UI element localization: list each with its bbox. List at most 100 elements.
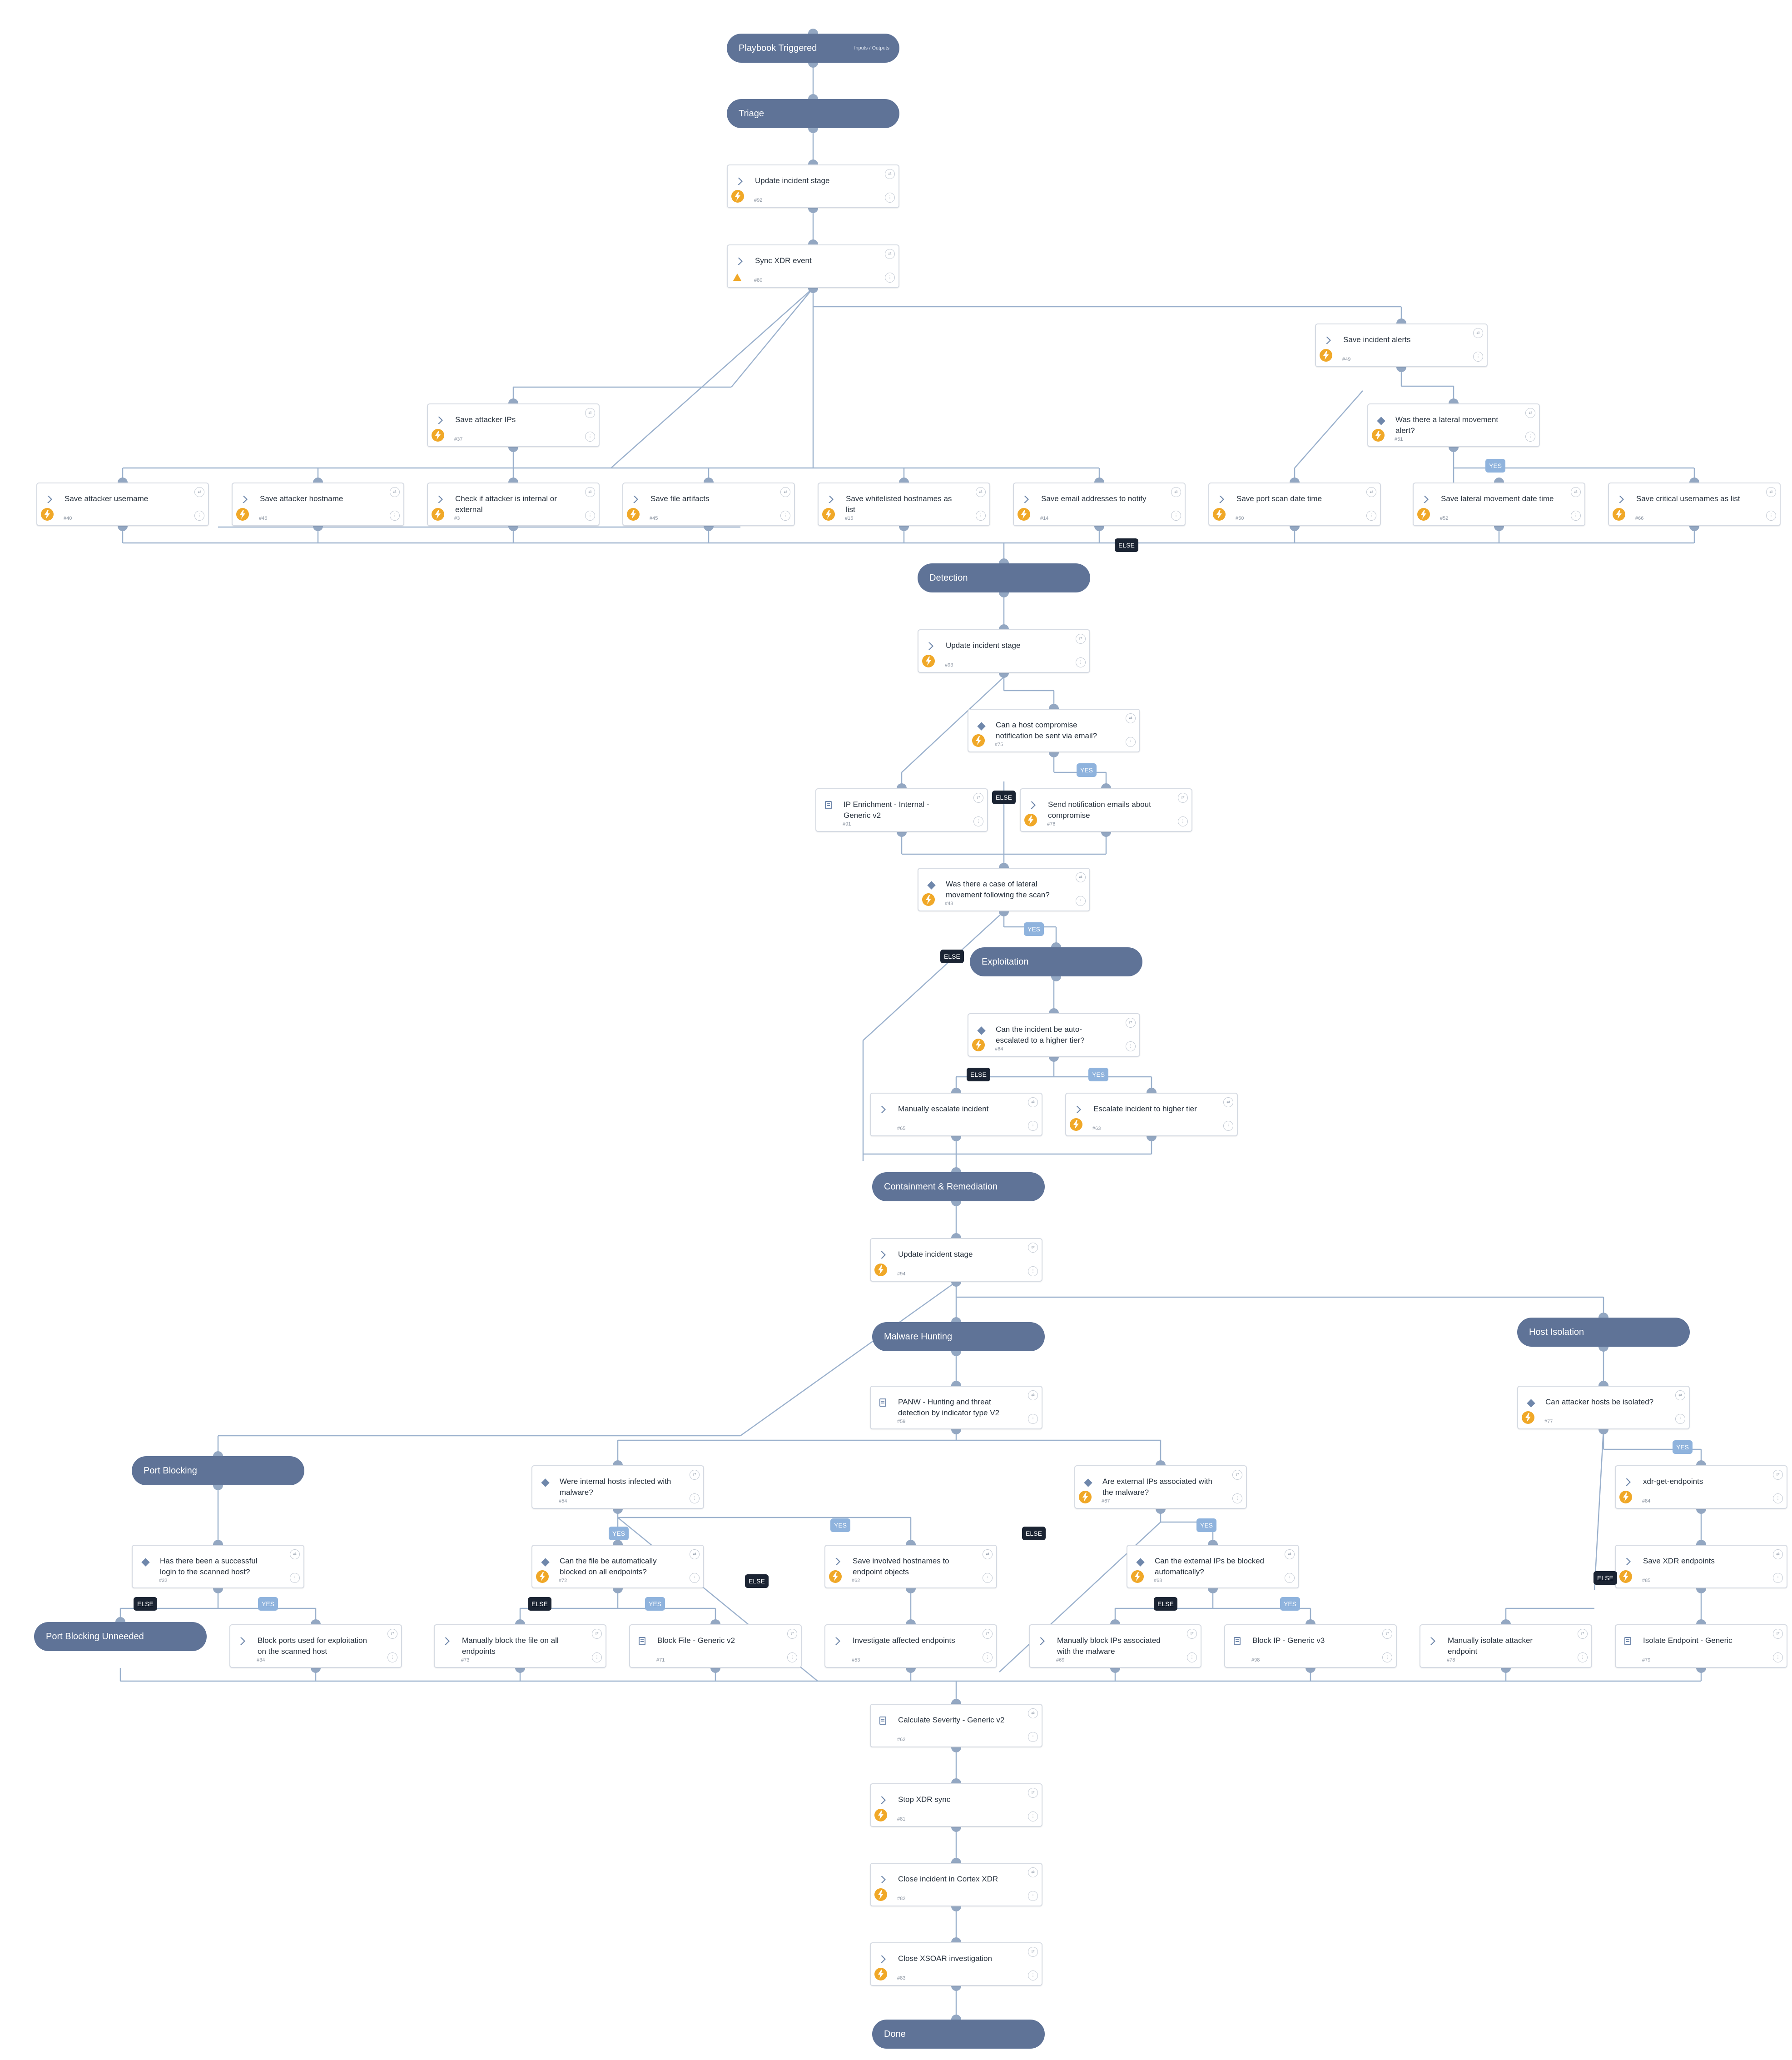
task-card-auto-escalate[interactable]: Can the incident be auto-escalated to a … <box>968 1013 1140 1057</box>
expand-icon[interactable]: ⇄ <box>1773 1470 1783 1480</box>
settings-icon[interactable]: ⋮ <box>1076 657 1086 667</box>
expand-icon[interactable]: ⇄ <box>1028 1390 1038 1400</box>
task-card-manual-escalate[interactable]: Manually escalate incident#65⇄⋮ <box>870 1093 1042 1136</box>
expand-icon[interactable]: ⇄ <box>1171 487 1181 497</box>
settings-icon[interactable]: ⋮ <box>1223 1121 1233 1131</box>
task-card-isolate-endpoint[interactable]: Isolate Endpoint - Generic#79⇄⋮ <box>1615 1624 1787 1668</box>
task-card-save-username[interactable]: Save attacker username#40⇄⋮ <box>36 483 209 526</box>
task-card-hosts-infected[interactable]: Were internal hosts infected with malwar… <box>531 1465 704 1509</box>
task-card-lateral-following[interactable]: Was there a case of lateral movement fol… <box>918 868 1090 911</box>
task-card-block-ports[interactable]: Block ports used for exploitation on the… <box>229 1624 402 1668</box>
expand-icon[interactable]: ⇄ <box>1126 1018 1136 1028</box>
expand-icon[interactable]: ⇄ <box>1223 1097 1233 1107</box>
settings-icon[interactable]: ⋮ <box>885 193 895 203</box>
expand-icon[interactable]: ⇄ <box>1076 872 1086 882</box>
task-card-xdr-get-endpoints[interactable]: xdr-get-endpoints#84⇄⋮ <box>1615 1465 1787 1509</box>
settings-icon[interactable]: ⋮ <box>1028 1811 1038 1821</box>
settings-icon[interactable]: ⋮ <box>1028 1414 1038 1424</box>
expand-icon[interactable]: ⇄ <box>1187 1629 1197 1639</box>
expand-icon[interactable]: ⇄ <box>1028 1788 1038 1798</box>
expand-icon[interactable]: ⇄ <box>1525 408 1535 418</box>
expand-icon[interactable]: ⇄ <box>390 487 400 497</box>
settings-icon[interactable]: ⋮ <box>1773 1573 1783 1583</box>
inputs-outputs-link[interactable]: Inputs / Outputs <box>854 45 889 51</box>
settings-icon[interactable]: ⋮ <box>1232 1493 1242 1503</box>
expand-icon[interactable]: ⇄ <box>1076 634 1086 644</box>
task-card-save-hostname[interactable]: Save attacker hostname#46⇄⋮ <box>232 483 404 526</box>
task-card-manual-block-ips[interactable]: Manually block IPs associated with the m… <box>1029 1624 1201 1668</box>
expand-icon[interactable]: ⇄ <box>1473 328 1483 338</box>
settings-icon[interactable]: ⋮ <box>983 1573 993 1583</box>
settings-icon[interactable]: ⋮ <box>690 1493 700 1503</box>
task-card-save-portscan-date[interactable]: Save port scan date time#50⇄⋮ <box>1208 483 1381 526</box>
settings-icon[interactable]: ⋮ <box>1171 511 1181 521</box>
settings-icon[interactable]: ⋮ <box>592 1652 602 1662</box>
task-card-sync-xdr[interactable]: Sync XDR event#80⇄⋮ <box>727 244 899 288</box>
settings-icon[interactable]: ⋮ <box>194 511 204 521</box>
settings-icon[interactable]: ⋮ <box>787 1652 797 1662</box>
expand-icon[interactable]: ⇄ <box>1028 1243 1038 1253</box>
expand-icon[interactable]: ⇄ <box>1366 487 1376 497</box>
settings-icon[interactable]: ⋮ <box>1473 352 1483 362</box>
expand-icon[interactable]: ⇄ <box>973 793 983 803</box>
host-isolation-section[interactable]: Host Isolation <box>1517 1318 1690 1347</box>
settings-icon[interactable]: ⋮ <box>1028 1121 1038 1131</box>
settings-icon[interactable]: ⋮ <box>1126 1041 1136 1051</box>
expand-icon[interactable]: ⇄ <box>1028 1708 1038 1718</box>
settings-icon[interactable]: ⋮ <box>1076 896 1086 906</box>
expand-icon[interactable]: ⇄ <box>387 1629 397 1639</box>
task-card-send-emails[interactable]: Send notification emails about compromis… <box>1020 788 1192 832</box>
expand-icon[interactable]: ⇄ <box>592 1629 602 1639</box>
settings-icon[interactable]: ⋮ <box>387 1652 397 1662</box>
settings-icon[interactable]: ⋮ <box>976 511 986 521</box>
settings-icon[interactable]: ⋮ <box>885 273 895 283</box>
task-card-panw-hunting[interactable]: PANW - Hunting and threat detection by i… <box>870 1386 1042 1429</box>
task-card-file-auto-block[interactable]: Can the file be automatically blocked on… <box>531 1545 704 1588</box>
expand-icon[interactable]: ⇄ <box>1178 793 1188 803</box>
expand-icon[interactable]: ⇄ <box>690 1470 700 1480</box>
expand-icon[interactable]: ⇄ <box>1773 1629 1783 1639</box>
expand-icon[interactable]: ⇄ <box>290 1549 300 1559</box>
exploitation-section[interactable]: Exploitation <box>970 947 1142 976</box>
settings-icon[interactable]: ⋮ <box>585 511 595 521</box>
settings-icon[interactable]: ⋮ <box>390 511 400 521</box>
task-card-external-ips-malware[interactable]: Are external IPs associated with the mal… <box>1074 1465 1247 1509</box>
settings-icon[interactable]: ⋮ <box>1766 511 1776 521</box>
task-card-stop-sync[interactable]: Stop XDR sync#81⇄⋮ <box>870 1783 1042 1827</box>
settings-icon[interactable]: ⋮ <box>1675 1414 1685 1424</box>
port-blocking-unneeded-section[interactable]: Port Blocking Unneeded <box>34 1622 207 1651</box>
settings-icon[interactable]: ⋮ <box>290 1573 300 1583</box>
expand-icon[interactable]: ⇄ <box>983 1549 993 1559</box>
task-card-can-notify[interactable]: Can a host compromise notification be se… <box>968 709 1140 752</box>
task-card-close-xsoar[interactable]: Close XSOAR investigation#83⇄⋮ <box>870 1942 1042 1986</box>
task-card-save-attacker-ips[interactable]: Save attacker IPs#37⇄⋮ <box>427 403 600 447</box>
expand-icon[interactable]: ⇄ <box>1028 1867 1038 1877</box>
task-card-manual-block-file[interactable]: Manually block the file on all endpoints… <box>434 1624 606 1668</box>
triage-section[interactable]: Triage <box>727 99 899 128</box>
task-card-save-emails[interactable]: Save email addresses to notify#14⇄⋮ <box>1013 483 1186 526</box>
task-card-save-file-artifacts[interactable]: Save file artifacts#45⇄⋮ <box>622 483 795 526</box>
settings-icon[interactable]: ⋮ <box>780 511 790 521</box>
settings-icon[interactable]: ⋮ <box>1178 816 1188 826</box>
expand-icon[interactable]: ⇄ <box>1675 1390 1685 1400</box>
expand-icon[interactable]: ⇄ <box>1571 487 1581 497</box>
settings-icon[interactable]: ⋮ <box>1773 1493 1783 1503</box>
settings-icon[interactable]: ⋮ <box>690 1573 700 1583</box>
expand-icon[interactable]: ⇄ <box>1773 1549 1783 1559</box>
task-card-investigate-endpoints[interactable]: Investigate affected endpoints#53⇄⋮ <box>824 1624 997 1668</box>
task-card-block-ip[interactable]: Block IP - Generic v3#98⇄⋮ <box>1224 1624 1397 1668</box>
task-card-calc-severity[interactable]: Calculate Severity - Generic v2#62⇄⋮ <box>870 1704 1042 1747</box>
expand-icon[interactable]: ⇄ <box>885 249 895 259</box>
malware-hunting-section[interactable]: Malware Hunting <box>872 1322 1045 1351</box>
expand-icon[interactable]: ⇄ <box>780 487 790 497</box>
task-card-can-isolate[interactable]: Can attacker hosts be isolated?#77⇄⋮ <box>1517 1386 1690 1429</box>
settings-icon[interactable]: ⋮ <box>983 1652 993 1662</box>
expand-icon[interactable]: ⇄ <box>1578 1629 1588 1639</box>
settings-icon[interactable]: ⋮ <box>1028 1891 1038 1901</box>
expand-icon[interactable]: ⇄ <box>690 1549 700 1559</box>
expand-icon[interactable]: ⇄ <box>1028 1097 1038 1107</box>
settings-icon[interactable]: ⋮ <box>973 816 983 826</box>
task-card-check-internal[interactable]: Check if attacker is internal or externa… <box>427 483 600 526</box>
settings-icon[interactable]: ⋮ <box>1578 1652 1588 1662</box>
settings-icon[interactable]: ⋮ <box>1571 511 1581 521</box>
